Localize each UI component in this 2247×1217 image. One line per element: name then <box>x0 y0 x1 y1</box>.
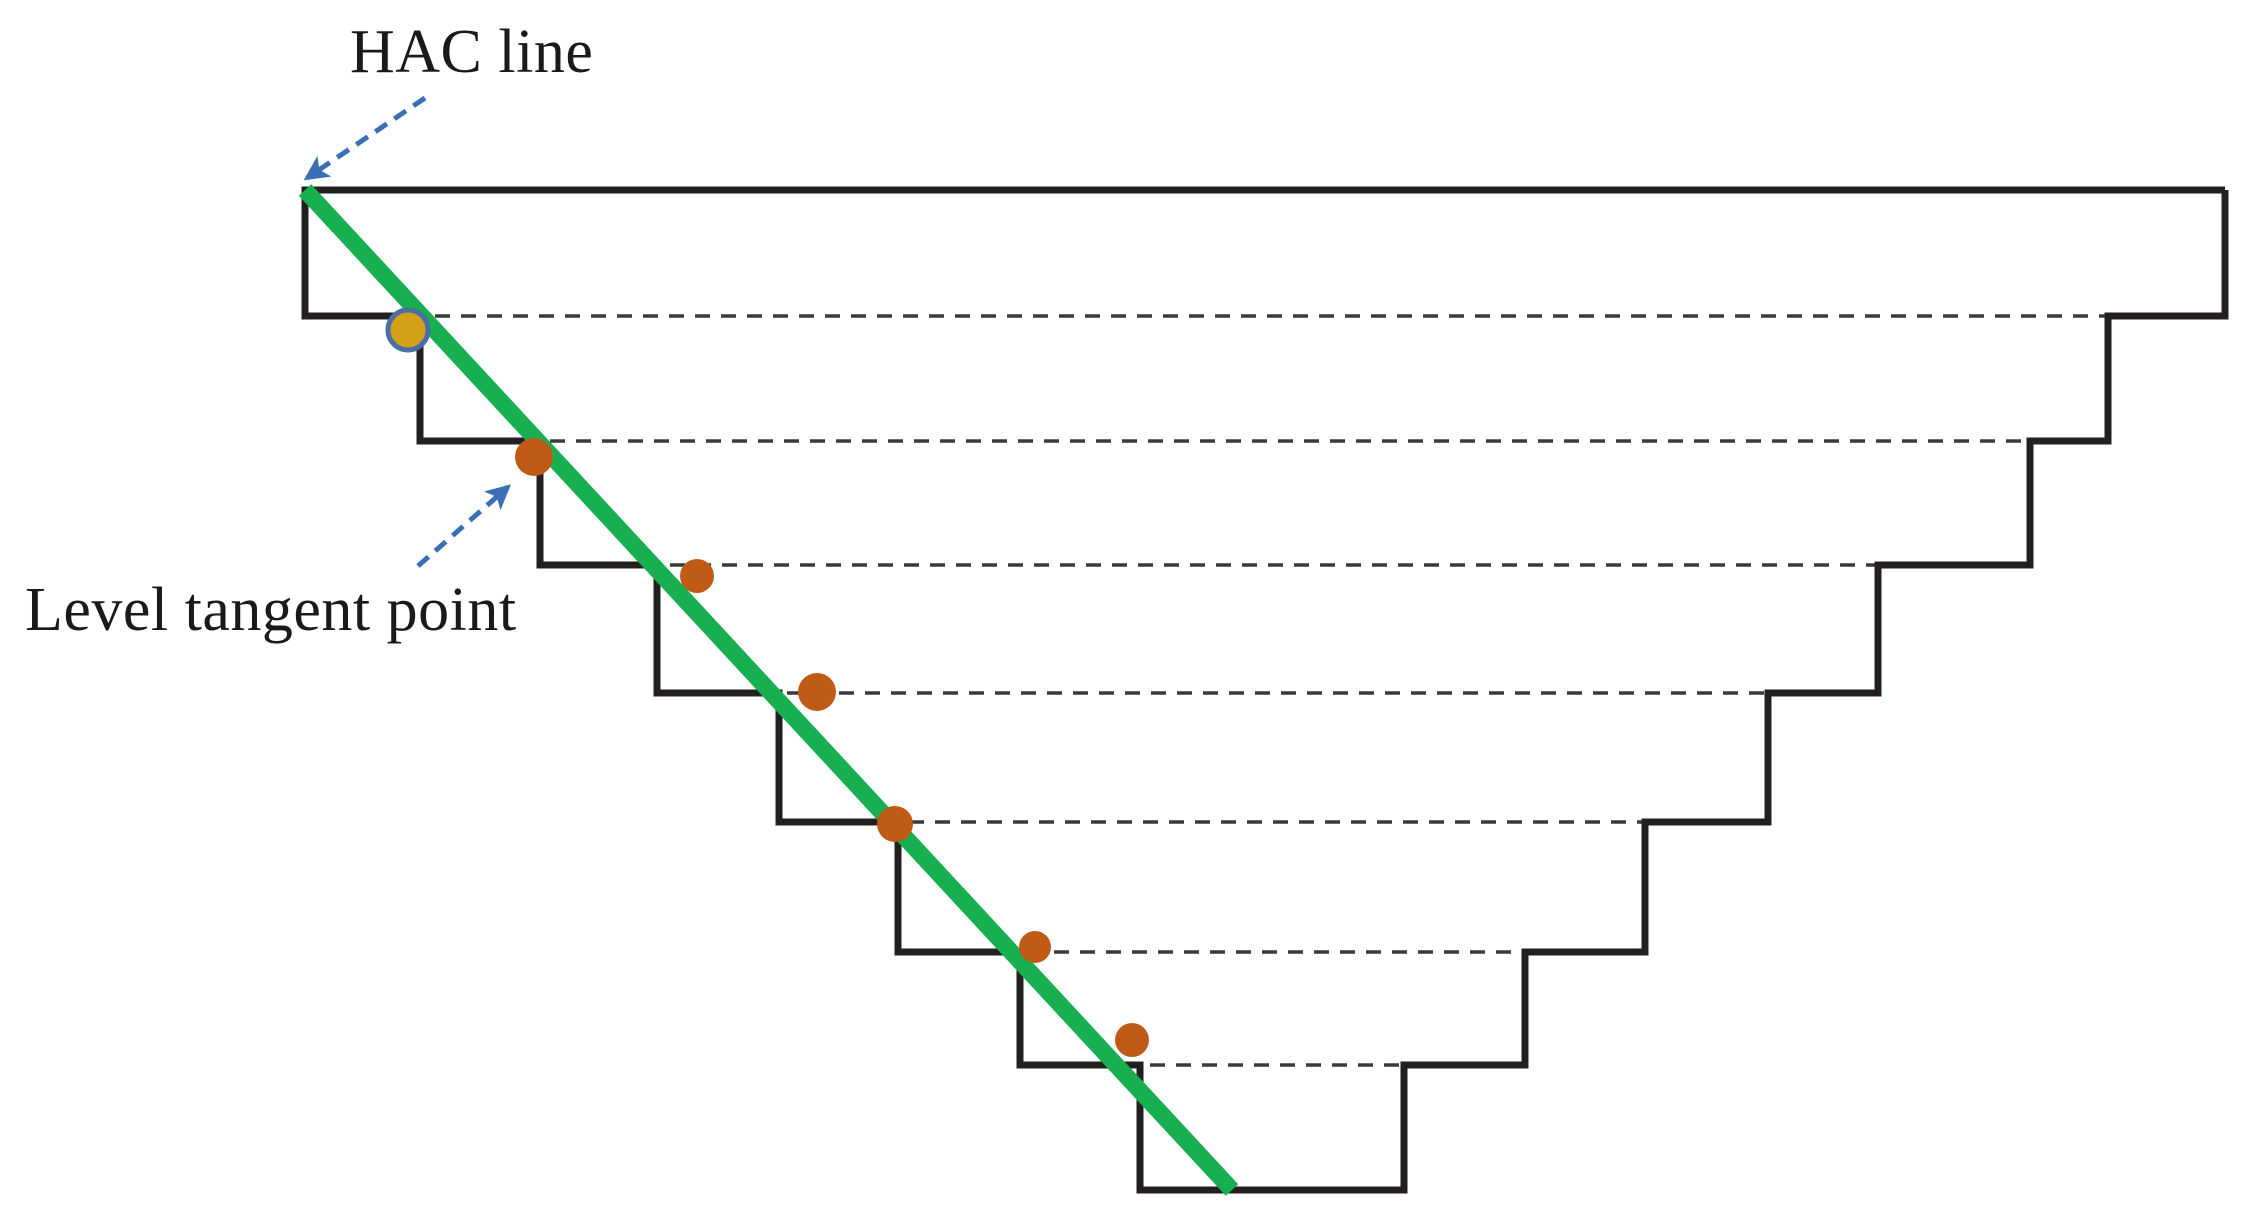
tangent-point-marker <box>1115 1023 1149 1057</box>
hac-line-label: HAC line <box>350 18 593 86</box>
level-tangent-point-label: Level tangent point <box>25 576 517 644</box>
hac-line <box>298 184 1239 1196</box>
tangent-point-marker <box>877 806 913 842</box>
tangent-point-marker <box>798 673 836 711</box>
level-tangent-point-callout-arrow <box>416 484 512 568</box>
step-profile-outline <box>301 186 2229 1194</box>
tangent-point-markers <box>385 307 1149 1057</box>
hac-line-callout-arrow <box>303 95 427 181</box>
tangent-point-marker <box>1019 931 1051 963</box>
level-dashed-lines <box>305 314 2225 1192</box>
annotation-arrows <box>303 95 512 568</box>
level-tangent-point-marker-highlighted <box>385 307 431 353</box>
tangent-point-marker <box>680 559 714 593</box>
tangent-point-marker <box>515 438 553 476</box>
